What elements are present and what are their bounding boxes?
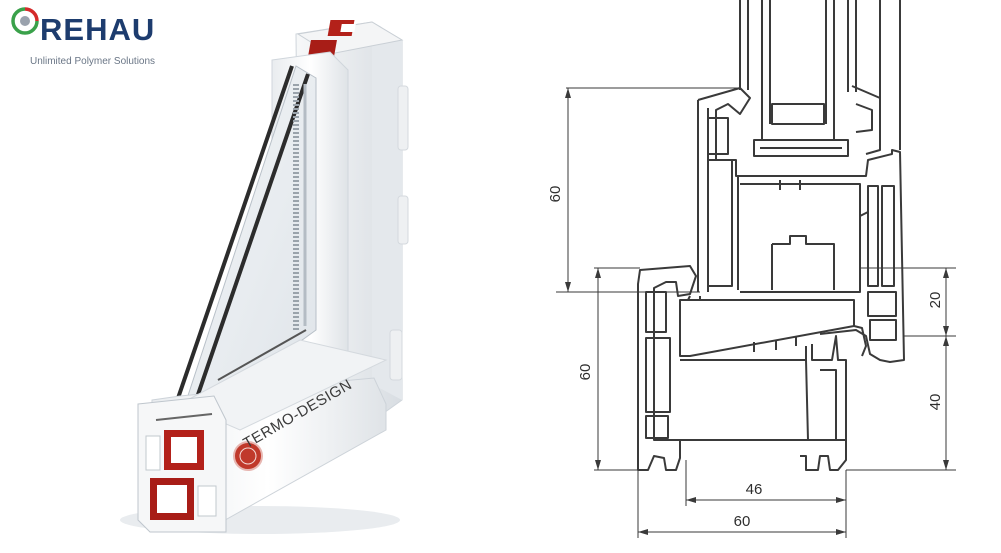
chamber	[340, 24, 356, 32]
glass-edge	[174, 65, 294, 405]
chamber	[197, 485, 217, 517]
hinge-bump	[389, 329, 403, 381]
dim-inner-width: 46	[746, 481, 763, 498]
gasket	[217, 329, 307, 381]
seal	[155, 413, 213, 421]
hinge-bump	[397, 195, 409, 245]
dim-frame-height: 60	[577, 364, 594, 381]
brand-name: REHAU	[40, 12, 156, 47]
dimension-lines	[556, 87, 956, 538]
dim-overlap: 20	[927, 292, 944, 309]
dim-sash-height: 60	[547, 186, 564, 203]
dim-frame-lower: 40	[927, 394, 944, 411]
chamber	[145, 435, 161, 471]
chamber	[155, 483, 189, 515]
drawing-outlines	[637, 0, 905, 471]
dimension-labels: 60 60 20 40 46 60	[547, 186, 944, 530]
hinge-bump	[397, 85, 409, 151]
rehau-swirl-icon	[11, 7, 39, 35]
certification-seal-icon	[233, 441, 263, 471]
rehau-logo: REHAU Unlimited Polymer Solutions	[10, 6, 160, 70]
glass-edge	[190, 73, 310, 413]
dimension-arrows	[565, 88, 949, 535]
chamber	[169, 435, 199, 465]
frame-post-face	[372, 22, 402, 400]
dim-overall-width: 60	[734, 513, 751, 530]
brand-tagline: Unlimited Polymer Solutions	[30, 56, 156, 67]
